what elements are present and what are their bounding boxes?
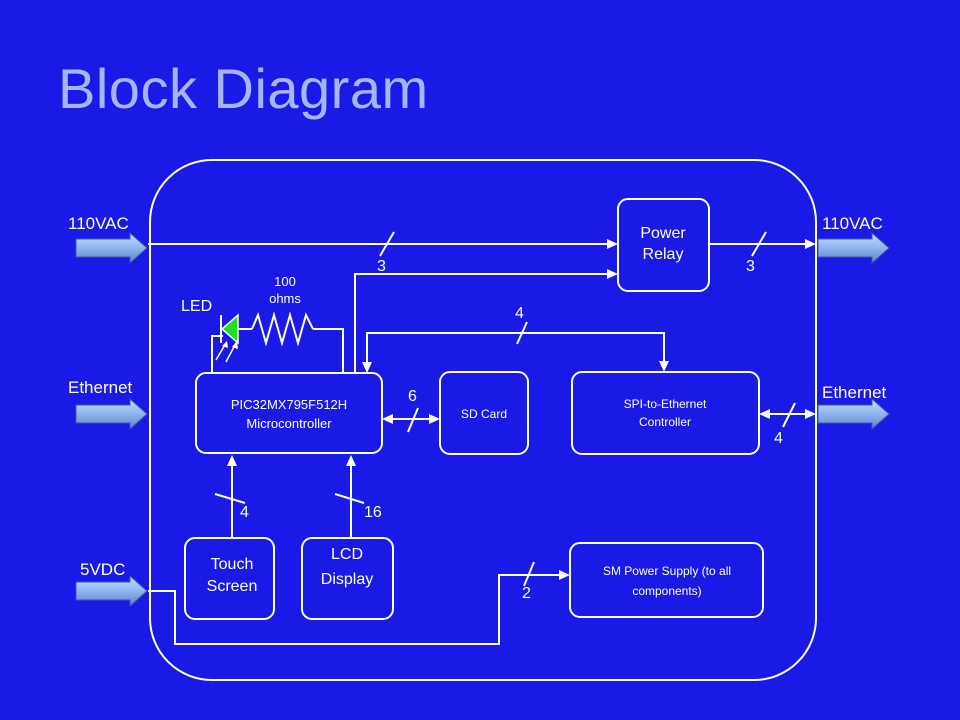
lcd-display-label-line2: Display	[321, 571, 373, 588]
bus-width-lcd: 16	[364, 504, 382, 521]
wire-spi-bus	[362, 321, 669, 373]
io-arrow-110vac-out	[817, 231, 890, 265]
mcu-label-line1: PIC32MX795F512H	[231, 397, 347, 412]
wire-lcd	[334, 455, 365, 538]
touch-screen-label-line2: Screen	[207, 578, 258, 595]
bus-width-ac-in: 3	[377, 258, 386, 275]
led-circuit	[211, 311, 344, 373]
bus-width-spi: 4	[515, 305, 524, 322]
spi-eth-label-line2: Controller	[639, 415, 691, 429]
power-relay-label-line1: Power	[640, 225, 686, 242]
wire-relay-control	[354, 269, 618, 373]
power-relay-label-line2: Relay	[643, 246, 684, 263]
block-spi-ethernet: SPI-to-Ethernet Controller	[571, 371, 760, 455]
led-icon	[215, 313, 239, 363]
block-power-relay: Power Relay	[617, 198, 710, 292]
touch-screen-label-line1: Touch	[211, 556, 254, 573]
block-touch-screen: Touch Screen	[184, 537, 275, 620]
wire-5vdc	[148, 561, 570, 645]
sm-power-label-line2: components)	[632, 584, 701, 598]
lcd-display-label-line1: LCD	[331, 546, 363, 563]
io-label-ethernet-out: Ethernet	[822, 383, 887, 402]
bus-width-power: 2	[522, 585, 531, 602]
io-label-ethernet-in: Ethernet	[68, 378, 133, 397]
io-arrow-ethernet-in	[75, 397, 148, 431]
io-arrow-ethernet-out	[817, 397, 890, 431]
block-sm-power-supply: SM Power Supply (to all components)	[569, 542, 764, 618]
io-label-110vac-out: 110VAC	[822, 214, 883, 233]
wire-ac-out	[709, 231, 816, 257]
block-microcontroller: PIC32MX795F512H Microcontroller	[195, 372, 383, 454]
bus-width-eth: 4	[774, 430, 783, 447]
wire-ethernet	[759, 402, 816, 428]
block-sd-card: SD Card	[439, 371, 529, 455]
io-arrow-5vdc-in	[75, 574, 148, 608]
bus-width-ac-out: 3	[746, 258, 755, 275]
sm-power-label-line1: SM Power Supply (to all	[603, 564, 731, 578]
bus-width-touch: 4	[240, 504, 249, 521]
block-lcd-display: LCD Display	[301, 537, 394, 620]
system-enclosure	[149, 159, 817, 681]
mcu-label-line2: Microcontroller	[246, 416, 332, 431]
wire-ac-in	[148, 231, 618, 257]
bus-width-sd: 6	[408, 388, 417, 405]
wire-touch	[214, 455, 246, 538]
led-label: LED	[181, 298, 212, 315]
wire-sd-bus	[382, 407, 440, 433]
io-label-110vac-in: 110VAC	[68, 214, 129, 233]
sd-card-label: SD Card	[461, 407, 507, 421]
io-label-5vdc-in: 5VDC	[80, 560, 125, 579]
resistor-unit: ohms	[269, 291, 301, 306]
io-arrow-110vac-in	[75, 231, 148, 265]
page-title: Block Diagram	[58, 57, 429, 120]
resistor-value: 100	[274, 274, 296, 289]
spi-eth-label-line1: SPI-to-Ethernet	[624, 397, 707, 411]
